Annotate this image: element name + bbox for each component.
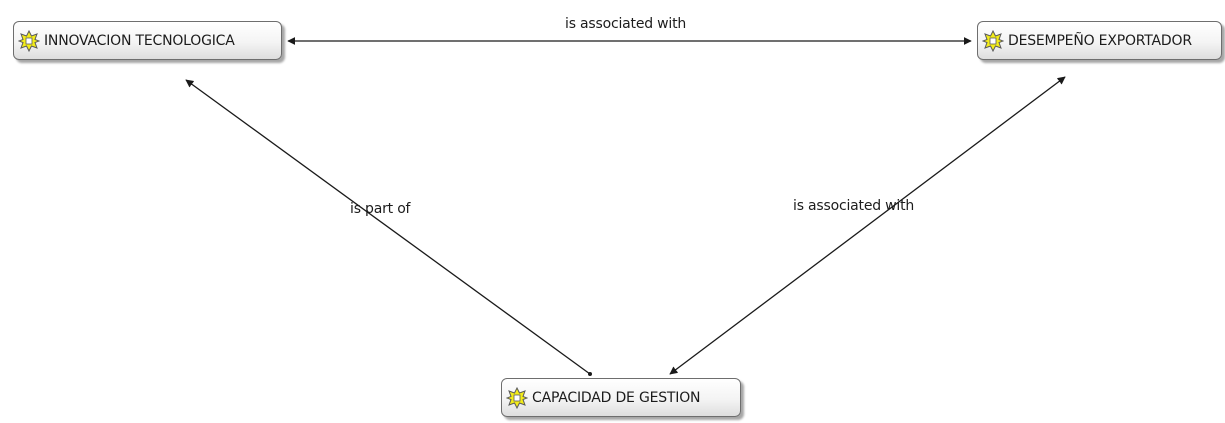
relation-edge-capacidad-innovacion[interactable]	[185, 79, 591, 375]
node-desempeno-exportador[interactable]: DESEMPEÑO EXPORTADOR	[977, 21, 1222, 60]
concept-icon	[18, 29, 40, 52]
relation-label-capacidad-innovacion: is part of	[350, 201, 411, 217]
node-label: DESEMPEÑO EXPORTADOR	[1008, 32, 1192, 49]
relation-edge-desempeno-capacidad[interactable]	[669, 76, 1066, 375]
node-capacidad-de-gestion[interactable]: CAPACIDAD DE GESTION	[501, 378, 741, 417]
relation-label-innovacion-desempeno: is associated with	[565, 16, 687, 32]
node-innovacion-tecnologica[interactable]: INNOVACION TECNOLOGICA	[13, 21, 282, 60]
node-label: CAPACIDAD DE GESTION	[532, 389, 701, 406]
concept-icon	[506, 386, 528, 409]
concept-icon	[982, 29, 1004, 52]
relation-edge-start-dot	[588, 372, 592, 376]
node-label: INNOVACION TECNOLOGICA	[44, 32, 235, 49]
relation-label-desempeno-capacidad: is associated with	[793, 198, 915, 214]
